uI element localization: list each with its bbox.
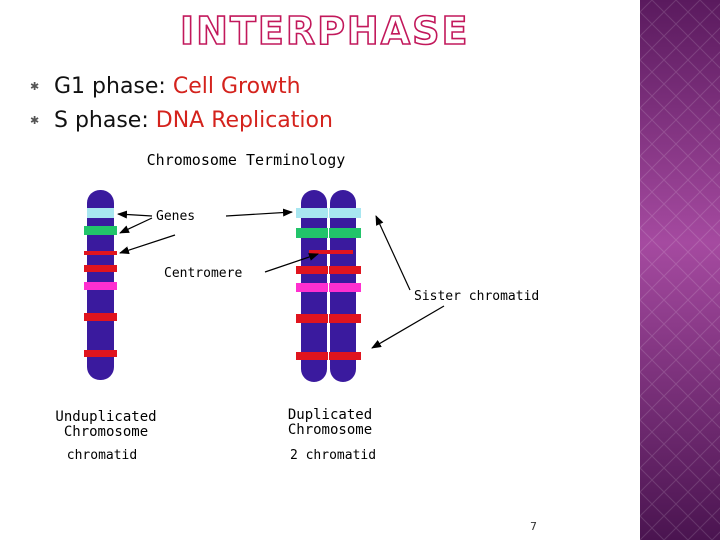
magenta-band <box>296 283 328 292</box>
bullet-label: S phase: <box>54 108 156 133</box>
gene-band <box>296 228 328 238</box>
chromatid-caption: chromatid <box>67 448 137 463</box>
bullet-item: ✱ S phase: DNA Replication <box>30 104 333 138</box>
bullet-list: ✱ G1 phase: Cell Growth ✱ S phase: DNA R… <box>30 70 333 138</box>
red-band <box>296 314 328 323</box>
red-band <box>329 352 361 360</box>
gene-band <box>329 228 361 238</box>
bullet-item: ✱ G1 phase: Cell Growth <box>30 70 333 104</box>
pointer-arrows <box>117 208 445 349</box>
magenta-band <box>329 283 361 292</box>
bullet-icon: ✱ <box>30 114 40 127</box>
red-band <box>296 352 328 360</box>
page-number: 7 <box>530 520 537 533</box>
gene-band <box>296 208 328 218</box>
sister-chromatid-label: Sister chromatid <box>414 289 539 304</box>
decorative-side-band <box>640 0 720 540</box>
red-band <box>84 350 117 357</box>
red-band <box>84 313 117 321</box>
duplicated-chromosome-label: Chromosome <box>288 422 372 438</box>
two-chromatid-caption: 2 chromatid <box>290 448 376 463</box>
red-band <box>296 266 328 274</box>
magenta-band <box>84 282 117 290</box>
gene-band <box>84 226 117 235</box>
diagram-title: Chromosome Terminology <box>147 151 346 169</box>
centromere-band <box>309 250 353 254</box>
duplicated-label: Duplicated <box>288 407 372 423</box>
bullet-label: G1 phase: <box>54 74 173 99</box>
centromere-label: Centromere <box>164 266 242 281</box>
unduplicated-chromosome <box>84 190 117 380</box>
red-band <box>329 314 361 323</box>
sister-chromatid-arrow <box>371 305 445 349</box>
bullet-detail: DNA Replication <box>155 108 333 133</box>
chromosome-diagram: Chromosome Terminology <box>55 151 539 463</box>
centromere-band <box>84 251 117 255</box>
gene-band <box>87 208 114 218</box>
red-band <box>84 265 117 272</box>
gene-band <box>329 208 361 218</box>
unduplicated-chromosome-label: Chromosome <box>64 424 148 440</box>
bullet-icon: ✱ <box>30 80 40 93</box>
genes-label: Genes <box>156 209 195 224</box>
unduplicated-label: Unduplicated <box>55 409 156 425</box>
centromere-arrow <box>264 253 319 273</box>
red-band <box>329 266 361 274</box>
genes-arrow <box>119 217 153 234</box>
duplicated-chromosome <box>296 190 361 382</box>
centromere-arrow <box>119 234 176 255</box>
genes-arrow <box>117 210 153 219</box>
bullet-detail: Cell Growth <box>172 74 301 99</box>
slide-title: INTERPHASE <box>179 8 470 54</box>
sister-chromatid-arrow <box>375 215 411 291</box>
side-band-pattern <box>640 0 720 540</box>
slide-panel: INTERPHASE ✱ G1 phase: Cell Growth ✱ S p… <box>30 8 540 533</box>
genes-arrow <box>225 208 293 217</box>
